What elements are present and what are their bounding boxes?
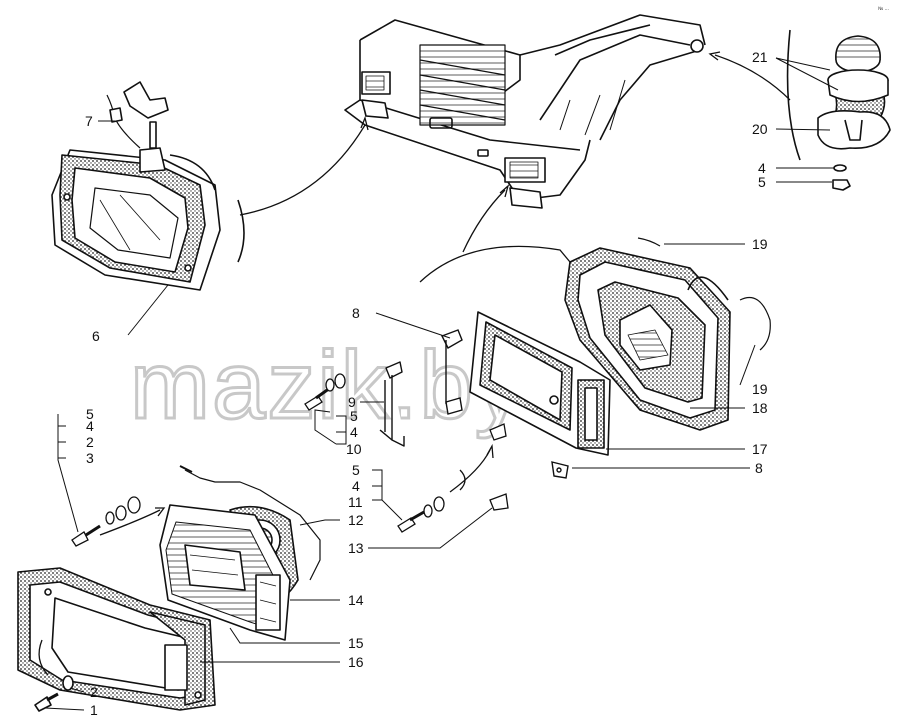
callout-8-right: 8 [755, 460, 763, 476]
fastener-set-items-2-5 [71, 496, 141, 547]
callout-21: 21 [752, 49, 768, 65]
headlight-bezel-item-16 [17, 567, 216, 712]
callout-6: 6 [92, 328, 100, 344]
callout-15: 15 [348, 635, 364, 651]
callout-2-bottom: 2 [90, 684, 98, 700]
callout-5-mid: 5 [350, 408, 358, 424]
callout-18: 18 [752, 400, 768, 416]
callout-13: 13 [348, 540, 364, 556]
callout-10: 10 [346, 441, 362, 457]
fastener-set-item-10 [304, 373, 346, 411]
callout-5-top: 5 [758, 174, 766, 190]
roof-beacon-items-20-21 [786, 29, 891, 191]
callout-labels: 7 6 21 20 4 5 19 19 18 17 8 8 9 5 4 10 5… [85, 49, 768, 718]
leader-lines [44, 57, 839, 711]
callout-4-top: 4 [758, 160, 766, 176]
truck-cab-illustration [344, 14, 706, 209]
callout-4-lower: 4 [352, 478, 360, 494]
callout-8-left: 8 [352, 305, 360, 321]
callout-3: 3 [86, 450, 94, 466]
work-lamp-item-6 [51, 81, 245, 291]
callout-2-left: 2 [86, 434, 94, 450]
callout-4-left: 4 [86, 418, 94, 434]
callout-11: 11 [348, 494, 363, 510]
callout-12: 12 [348, 512, 364, 528]
callout-19-top: 19 [752, 236, 768, 252]
headlight-unit-items-12-14-15 [159, 465, 321, 641]
callout-20: 20 [752, 121, 768, 137]
fastener-set-item-11 [397, 496, 445, 533]
bracket-item-9 [379, 361, 405, 447]
callout-9: 9 [348, 394, 356, 410]
bracket-items-8 [441, 329, 569, 479]
callout-17: 17 [752, 441, 768, 457]
gasket-frame-item-17 [469, 311, 611, 456]
assembly-arrows [38, 51, 791, 676]
bracket-items-13 [489, 423, 509, 511]
callout-1: 1 [90, 702, 98, 718]
callout-19-bottom: 19 [752, 381, 768, 397]
corner-mark: № ... [878, 6, 889, 12]
callout-16: 16 [348, 654, 364, 670]
callout-7: 7 [85, 113, 93, 129]
callout-5-lower: 5 [352, 462, 360, 478]
headlight-housing-item-18 [564, 237, 771, 431]
callout-5-left: 5 [86, 406, 94, 422]
callout-4-mid: 4 [350, 424, 358, 440]
callout-14: 14 [348, 592, 364, 608]
